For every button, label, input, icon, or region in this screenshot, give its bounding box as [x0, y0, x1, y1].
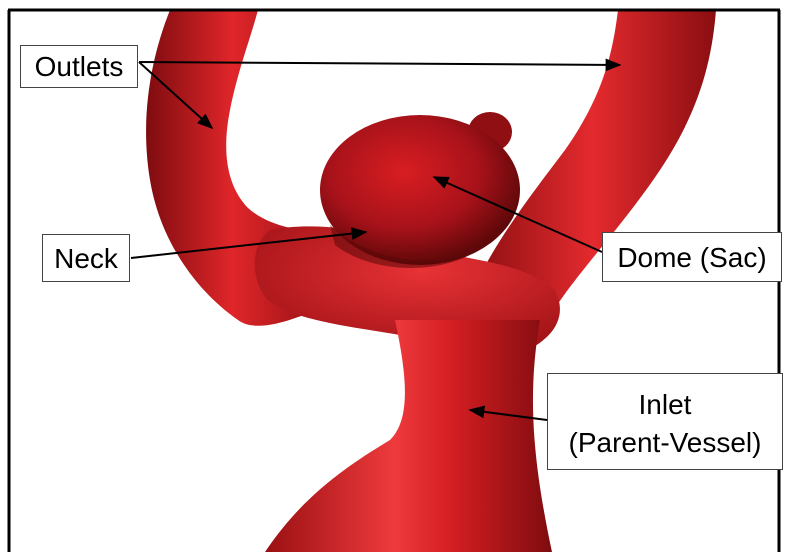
- inlet-label-line1: Inlet: [548, 386, 782, 424]
- dome-label: Dome (Sac): [602, 232, 782, 282]
- neck-label: Neck: [42, 234, 130, 282]
- inlet-label: Inlet (Parent-Vessel): [547, 373, 783, 470]
- inlet-label-line2: (Parent-Vessel): [548, 424, 782, 462]
- parent-vessel-trunk: [265, 320, 552, 552]
- outlets-label: Outlets: [20, 45, 138, 88]
